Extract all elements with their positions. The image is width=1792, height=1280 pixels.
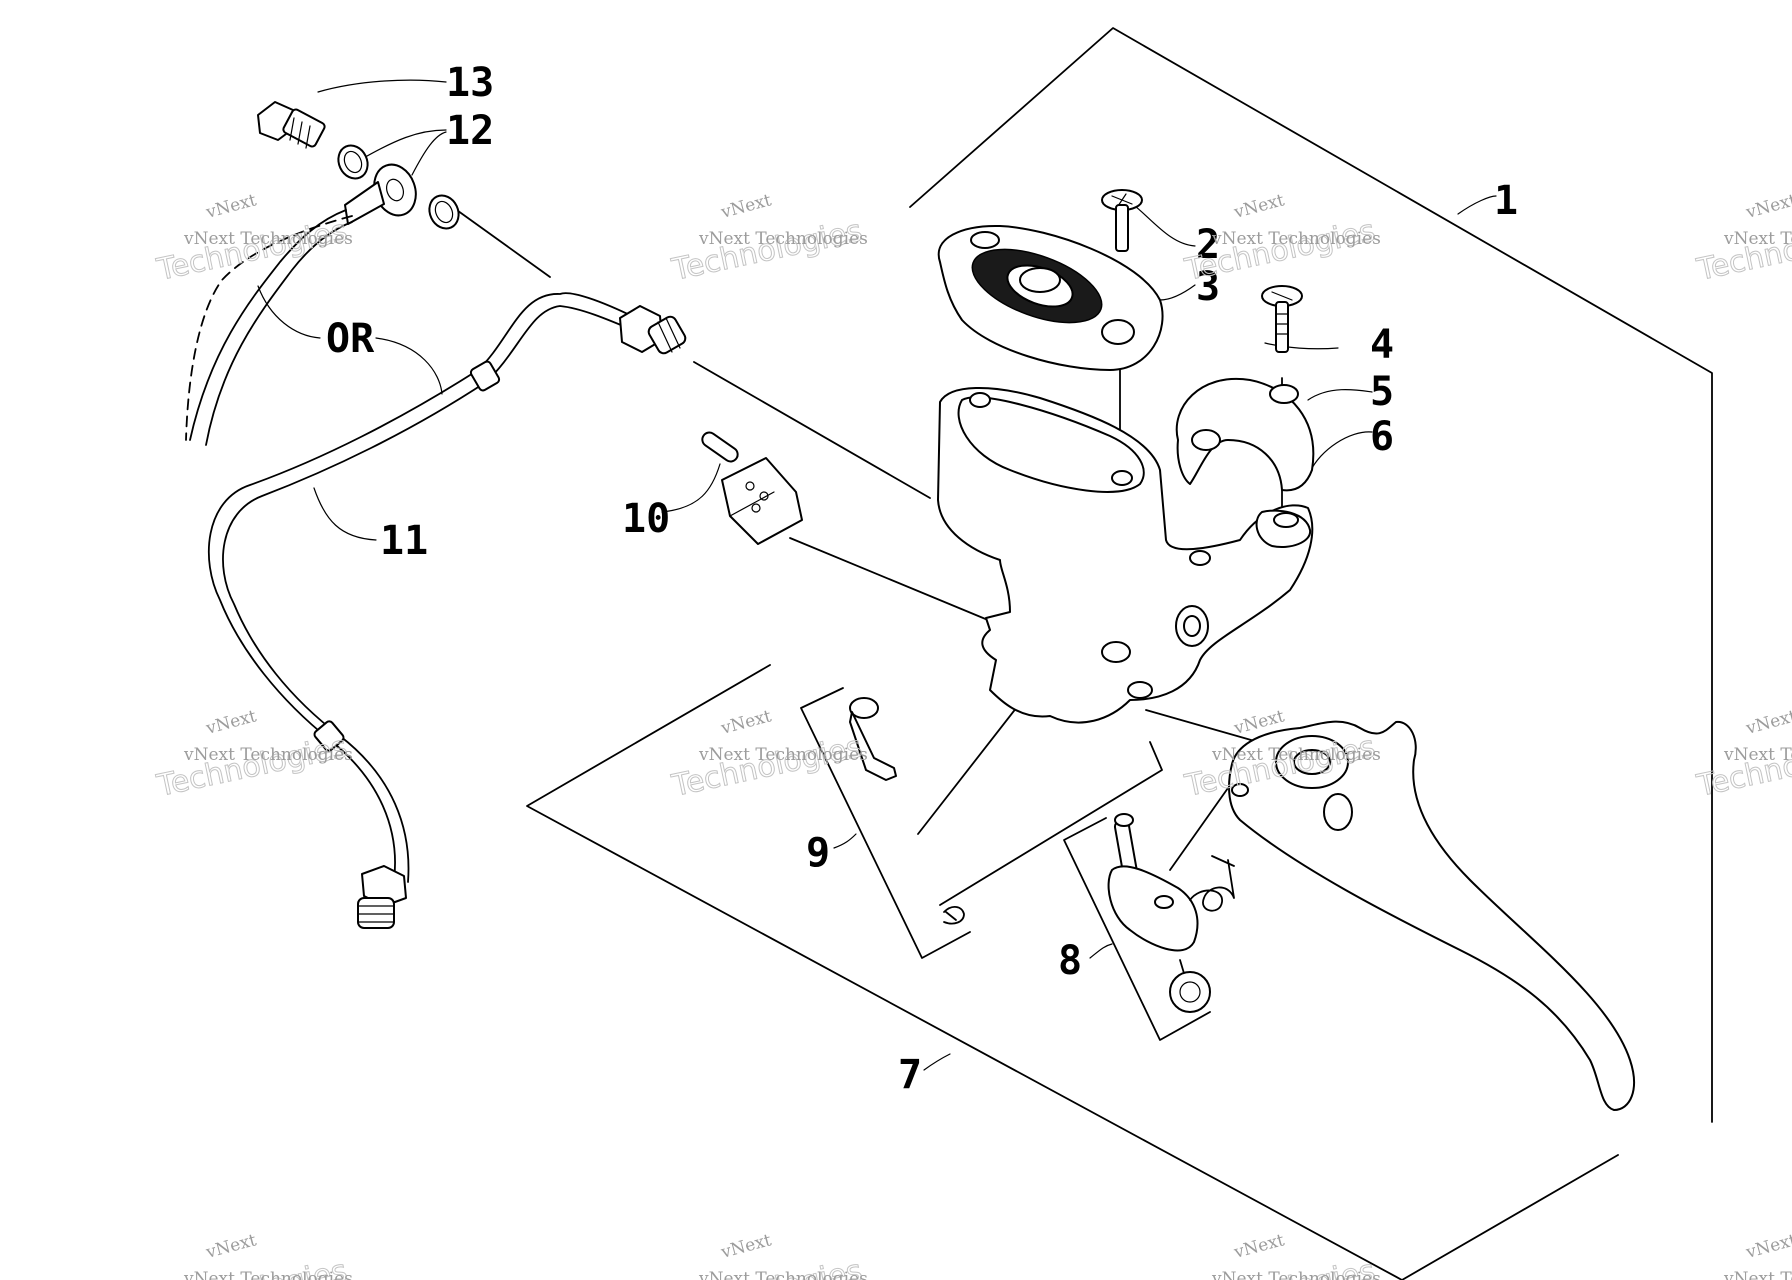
watermark-top-text: vNext [1743, 1230, 1792, 1263]
callout-10: 10 [622, 496, 670, 542]
brake-line [207, 292, 687, 929]
watermark-big-text: Technologies [668, 214, 865, 289]
watermark-line-text: vNext Technologies [1723, 745, 1792, 765]
watermark-top-text: vNext [718, 190, 774, 223]
watermark-big-text: Technologies [153, 730, 350, 805]
alternate-or-label: OR [326, 316, 375, 362]
banjo-fitting [189, 163, 417, 446]
handlebar-clamp [1175, 377, 1315, 492]
brake-line-lower-fitting [357, 865, 407, 929]
watermark-top-text: vNext [203, 1230, 259, 1263]
reservoir-cover [937, 224, 1164, 371]
watermark-big-text: Technologies [668, 730, 865, 805]
watermark-top-text: vNext [203, 190, 259, 223]
callout-8: 8 [1058, 938, 1082, 984]
callout-7: 7 [898, 1052, 922, 1098]
watermark-top-text: vNext [1743, 706, 1792, 739]
watermark-line-text: vNext Technologies [698, 1269, 868, 1280]
callouts: 1 2 3 4 5 6 7 8 9 10 11 12 13 OR [326, 60, 1518, 1098]
callout-5: 5 [1370, 369, 1394, 415]
watermark-top-text: vNext [1743, 190, 1792, 223]
watermark-line-text: vNext Technologies [698, 229, 868, 249]
crush-washers [337, 144, 460, 230]
lock-washer [1169, 971, 1211, 1013]
watermark-top-text: vNext [1231, 1230, 1287, 1263]
watermark-top-text: vNext [718, 706, 774, 739]
brake-line-upper-fitting [619, 305, 687, 355]
group-outline-9 [800, 687, 971, 959]
callout-4: 4 [1370, 322, 1394, 368]
group-outline-8 [1063, 817, 1211, 1041]
callout-9: 9 [806, 830, 830, 876]
watermark-line-text: vNext Technologies [183, 745, 353, 765]
cover-screw [1101, 189, 1143, 252]
callout-12: 12 [446, 108, 494, 154]
callout-2: 2 [1196, 222, 1220, 268]
master-cylinder-body [937, 386, 1314, 724]
callout-13: 13 [446, 60, 494, 106]
watermark-big-text: Technologies [1693, 730, 1792, 805]
lever-pivot-bushing [1107, 813, 1199, 952]
clamp-screw [1261, 285, 1303, 353]
watermark-line-text: vNext Technologies [1211, 229, 1381, 249]
watermark-line-text: vNext Technologies [183, 1269, 353, 1280]
watermark-big-text: Technologies [153, 214, 350, 289]
watermark-line-text: vNext Technologies [1211, 1269, 1381, 1280]
assembly-outline-1 [909, 27, 1713, 1280]
callout-11: 11 [380, 518, 428, 564]
watermark-line-text: vNext Technologies [1211, 745, 1381, 765]
watermark-top-text: vNext [718, 1230, 774, 1263]
e-clip [943, 906, 965, 925]
watermark-line-text: vNext Technologies [698, 745, 868, 765]
callout-6: 6 [1370, 414, 1394, 460]
watermark-line-text: vNext Technologies [1723, 1269, 1792, 1280]
watermark-top-text: vNext [203, 706, 259, 739]
brake-light-switch [701, 431, 803, 545]
pivot-pin [849, 697, 897, 781]
watermark-top-text: vNext [1231, 190, 1287, 223]
alternate-brake-line [185, 215, 353, 441]
watermark-big-text: Technologies [1693, 214, 1792, 289]
watermark-line-text: vNext Technologies [1723, 229, 1792, 249]
brake-lever [1228, 720, 1635, 1111]
banjo-bolt [257, 101, 326, 149]
lever-return-spring [1189, 855, 1235, 912]
watermark-line-text: vNext Technologies [183, 229, 353, 249]
callout-3: 3 [1196, 264, 1220, 310]
callout-1: 1 [1494, 178, 1518, 224]
assembly-outline-7 [526, 664, 1403, 1280]
